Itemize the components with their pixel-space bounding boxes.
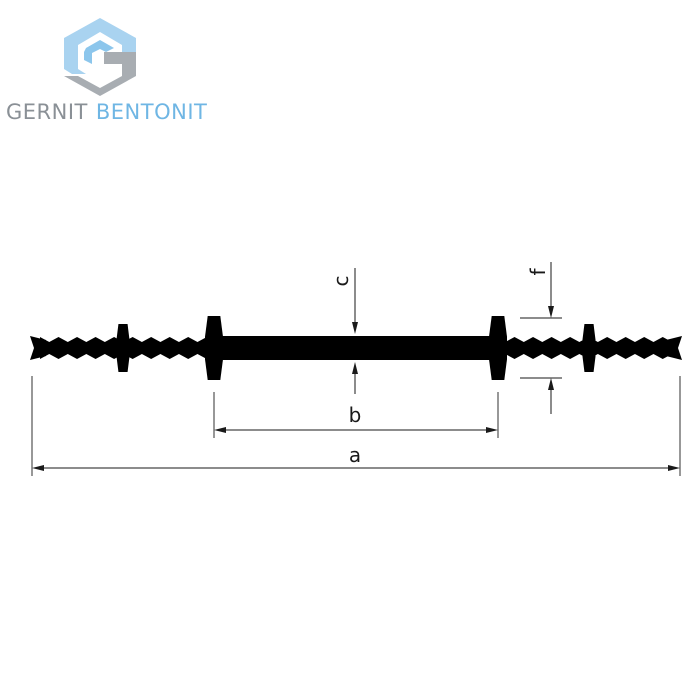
dimension-c: c	[329, 268, 358, 394]
central-web	[214, 336, 498, 360]
dimension-label-a: a	[349, 443, 361, 467]
end-tail-left	[30, 336, 46, 360]
dimension-label-f: f	[526, 268, 550, 276]
waterstop-profile	[30, 316, 682, 380]
dimension-a: a	[31, 376, 681, 476]
dimension-label-b: b	[349, 403, 362, 427]
logo: GERNIT BENTONIT	[0, 10, 215, 124]
logo-mark-icon	[64, 18, 136, 96]
end-tail-right	[666, 336, 682, 360]
dimension-b: b	[213, 392, 499, 438]
dimension-label-c: c	[329, 276, 353, 287]
bulb-small-right	[582, 324, 596, 372]
bulb-small-left	[116, 324, 130, 372]
brand-name: GERNIT BENTONIT	[6, 100, 207, 124]
dimension-f: f	[520, 262, 562, 414]
bulb-large-left	[205, 316, 223, 380]
bulb-large-right	[489, 316, 507, 380]
brand-word-bentonit: BENTONIT	[95, 100, 208, 124]
brand-word-gernit: GERNIT	[6, 100, 88, 124]
